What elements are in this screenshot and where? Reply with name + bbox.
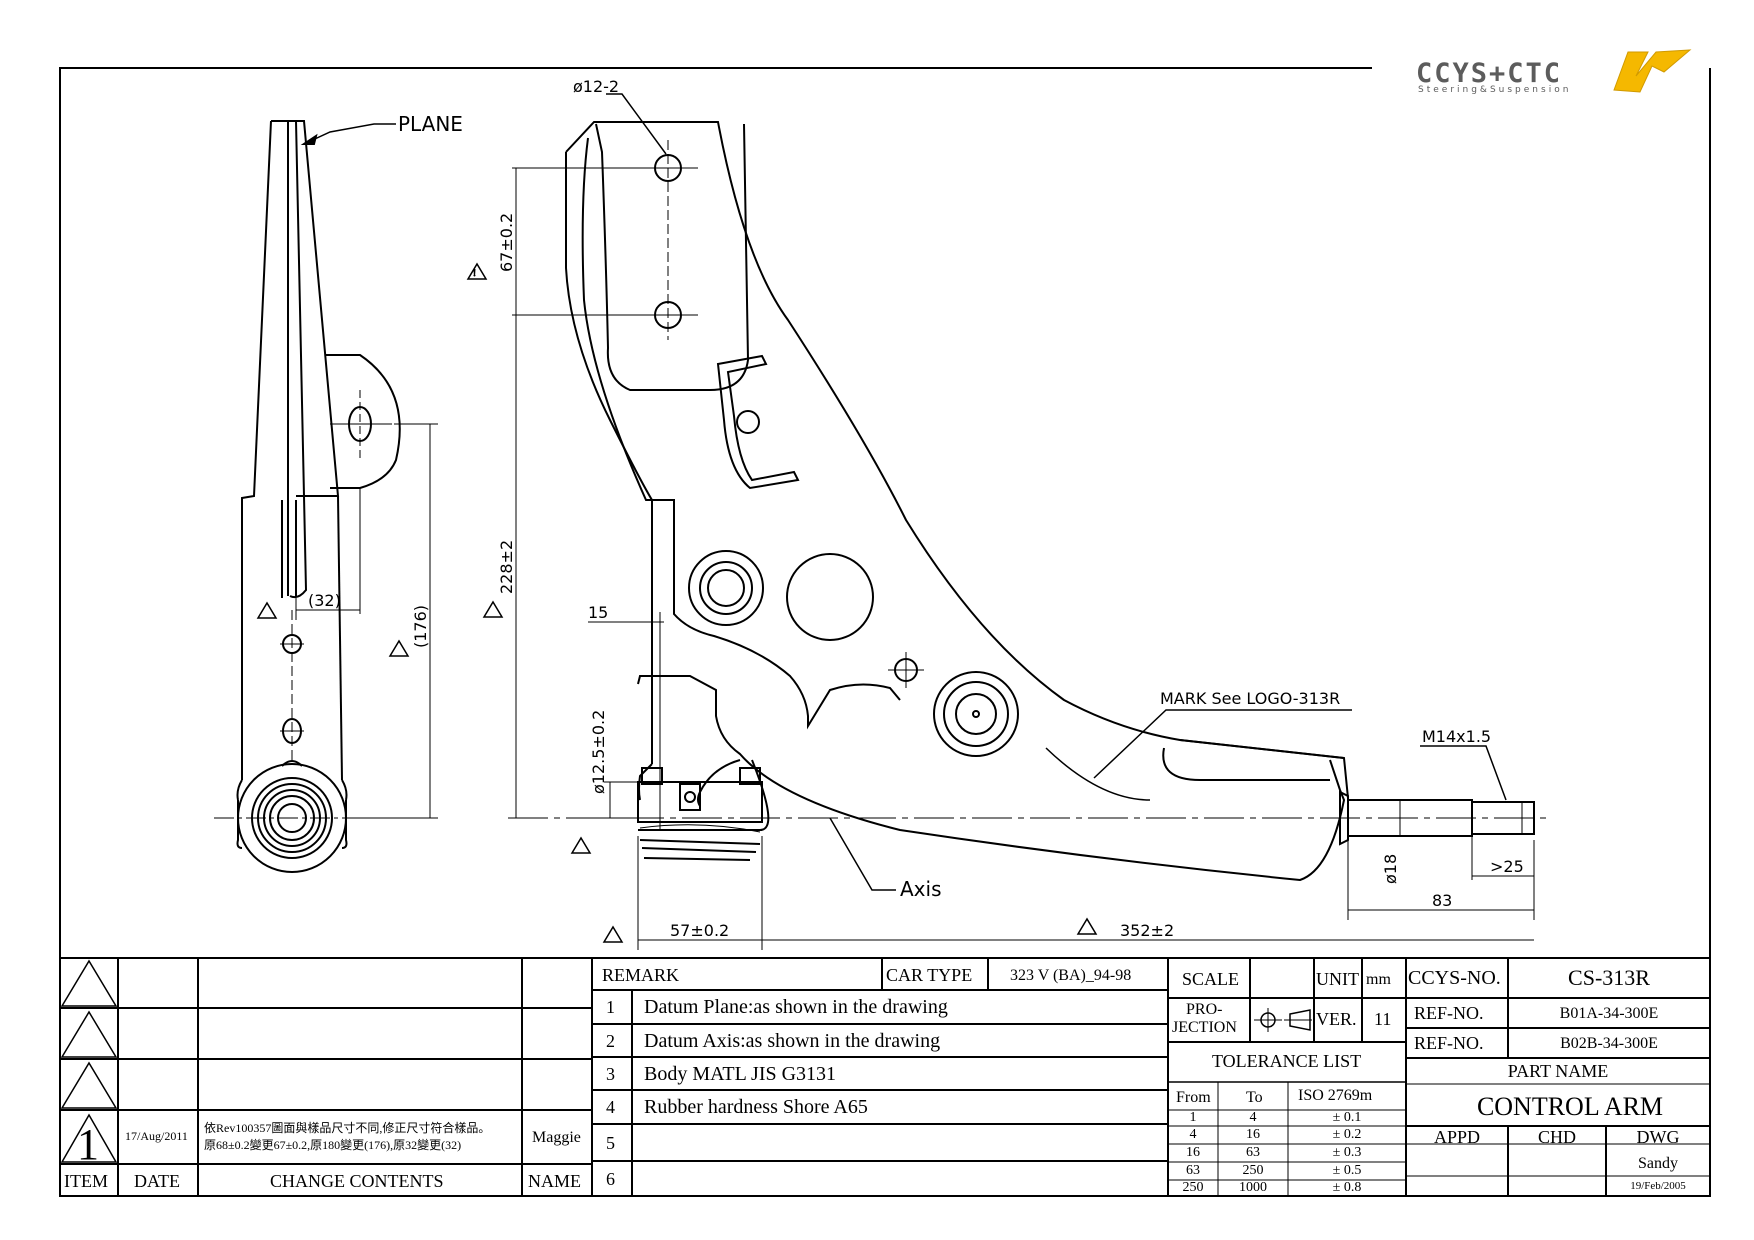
tol-to-3: 63 — [1246, 1145, 1260, 1160]
logo-brand: CCYS+CTC — [1416, 58, 1562, 89]
revision-name: Maggie — [532, 1129, 581, 1146]
car-type-value: 323 V (BA)_94-98 — [1010, 967, 1132, 984]
tol-header-iso: ISO 2769m — [1298, 1087, 1373, 1104]
ccys-no-value: CS-313R — [1568, 965, 1650, 990]
svg-text:!: ! — [473, 268, 476, 278]
dim-352: 352±2 — [1120, 921, 1174, 940]
tol-to-4: 250 — [1242, 1163, 1264, 1178]
tol-from-2: 4 — [1189, 1127, 1197, 1142]
remark-text-2: Datum Axis:as shown in the drawing — [644, 1030, 941, 1052]
dim-228: 228±2 — [497, 540, 516, 594]
scale-label: SCALE — [1182, 969, 1240, 989]
ref-no-label-1: REF-NO. — [1414, 1003, 1484, 1023]
tol-val-3: ± 0.3 — [1332, 1145, 1362, 1160]
ccys-no-label: CCYS-NO. — [1408, 967, 1501, 989]
part-name-value: CONTROL ARM — [1476, 1092, 1664, 1121]
tol-to-5: 1000 — [1239, 1180, 1267, 1195]
part-name-label: PART NAME — [1507, 1061, 1609, 1081]
warning-triangles — [256, 262, 1098, 943]
remark-no-2: 2 — [606, 1031, 615, 1051]
dim-83: 83 — [1432, 891, 1452, 910]
plane-label: PLANE — [398, 112, 463, 136]
ref-no-label-2: REF-NO. — [1414, 1033, 1484, 1053]
projection-symbol-icon — [1252, 1004, 1312, 1038]
remark-no-5: 5 — [606, 1133, 615, 1153]
tol-from-5: 250 — [1182, 1180, 1204, 1195]
mark-note: MARK See LOGO-313R — [1160, 689, 1340, 708]
dim-18: ø18 — [1381, 854, 1400, 884]
ref-no-value-1: B01A-34-300E — [1559, 1005, 1659, 1022]
tol-from-3: 16 — [1186, 1145, 1200, 1160]
tol-val-4: ± 0.5 — [1332, 1163, 1362, 1178]
dim-12-5: ø12.5±0.2 — [589, 710, 608, 794]
revision-change-line1: 依Rev100357圖面與樣品尺寸不同,修正尺寸符合樣品。 — [204, 1121, 491, 1135]
appd-label: APPD — [1433, 1127, 1481, 1147]
projection-label-2: JECTION — [1172, 1019, 1237, 1036]
header-name: NAME — [528, 1171, 581, 1191]
tol-val-5: ± 0.8 — [1332, 1180, 1362, 1195]
remark-no-6: 6 — [606, 1169, 615, 1189]
drawn-by: Sandy — [1638, 1155, 1678, 1172]
hole-dim: ø12-2 — [573, 77, 619, 96]
logo-tagline: Steering&Suspension — [1418, 85, 1571, 95]
remark-text-3: Body MATL JIS G3131 — [644, 1063, 837, 1085]
chd-label: CHD — [1537, 1127, 1576, 1147]
side-view — [214, 120, 438, 873]
unit-value: mm — [1366, 971, 1391, 988]
tol-header-to: To — [1246, 1089, 1263, 1106]
axis-label: Axis — [900, 877, 942, 901]
ref-no-value-2: B02B-34-300E — [1560, 1035, 1658, 1052]
remark-no-3: 3 — [606, 1064, 615, 1084]
remark-text-1: Datum Plane:as shown in the drawing — [644, 996, 948, 1018]
dim-57: 57±0.2 — [670, 921, 729, 940]
tol-from-4: 63 — [1186, 1163, 1200, 1178]
dwg-label: DWG — [1636, 1127, 1680, 1147]
unit-label: UNIT — [1316, 969, 1359, 989]
tol-val-2: ± 0.2 — [1332, 1127, 1362, 1142]
remark-text-4: Rubber hardness Shore A65 — [644, 1096, 868, 1118]
tol-val-1: ± 0.1 — [1332, 1110, 1362, 1125]
company-logo: CCYS+CTC Steering&Suspension — [1416, 49, 1692, 95]
dim-67: 67±0.2 — [497, 213, 516, 272]
ver-value: 11 — [1374, 1009, 1392, 1029]
dim-176: (176) — [411, 605, 430, 648]
tolerance-title: TOLERANCE LIST — [1212, 1051, 1362, 1071]
remark-header: REMARK — [602, 965, 680, 985]
tol-from-1: 1 — [1189, 1110, 1197, 1125]
revision-item-number: 1 — [77, 1120, 99, 1169]
tol-header-from: From — [1176, 1089, 1211, 1106]
projection-label-1: PRO- — [1186, 1001, 1223, 1018]
drawn-date: 19/Feb/2005 — [1630, 1180, 1686, 1192]
tol-to-1: 4 — [1249, 1110, 1257, 1125]
title-block — [59, 957, 1711, 1197]
dim-15: 15 — [588, 603, 608, 622]
tol-to-2: 16 — [1246, 1127, 1260, 1142]
car-type-label: CAR TYPE — [886, 965, 973, 985]
remark-no-1: 1 — [606, 997, 615, 1017]
thread-spec: M14x1.5 — [1422, 727, 1491, 746]
revision-date: 17/Aug/2011 — [125, 1129, 188, 1143]
top-view — [508, 93, 1546, 950]
header-date: DATE — [134, 1171, 180, 1191]
header-change-contents: CHANGE CONTENTS — [270, 1171, 444, 1191]
logo-swoosh-icon — [1613, 49, 1692, 93]
ver-label: VER. — [1316, 1009, 1357, 1029]
revision-change-line2: 原68±0.2變更67±0.2,原180變更(176),原32變更(32) — [204, 1138, 462, 1152]
remark-no-4: 4 — [606, 1097, 615, 1117]
header-item: ITEM — [64, 1171, 108, 1191]
dim-32: (32) — [308, 591, 341, 610]
dim-25: >25 — [1490, 857, 1524, 876]
sheet-border — [59, 67, 1711, 1197]
